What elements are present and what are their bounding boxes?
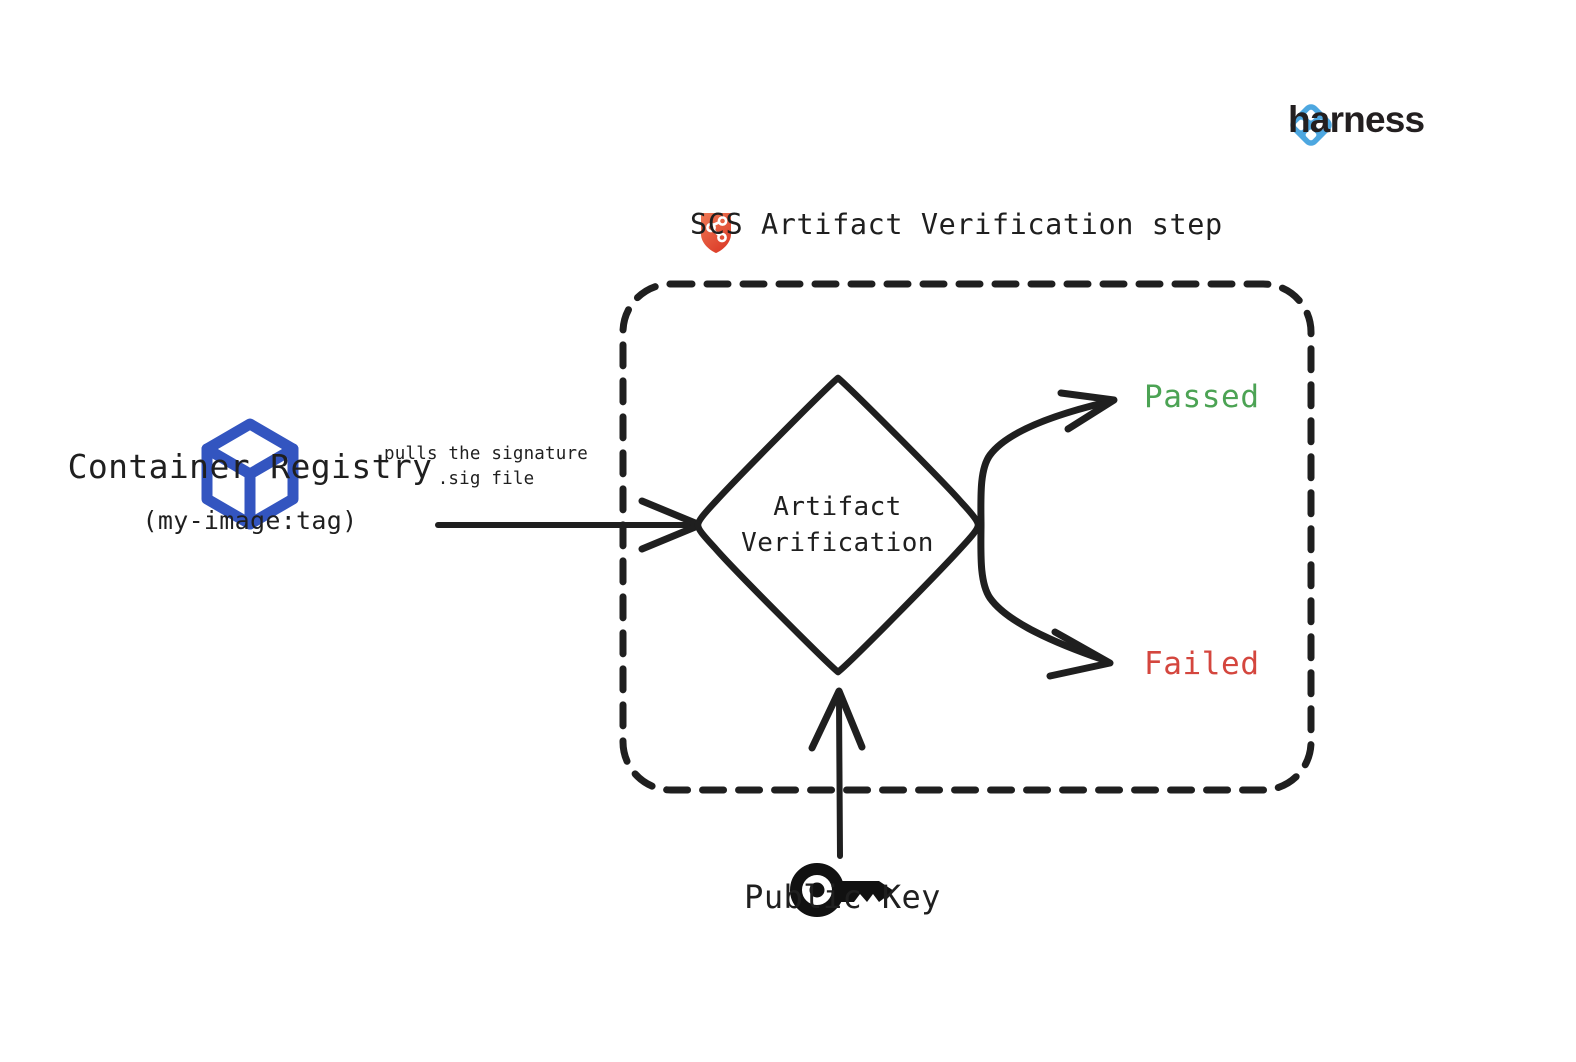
scs-step-boundary xyxy=(619,280,1315,794)
container-registry-node: Container Registry (my-image:tag) xyxy=(60,425,440,535)
scs-shield-network-icon xyxy=(701,213,731,253)
edge-publickey-to-verification xyxy=(808,687,866,859)
public-key-node: Public Key xyxy=(700,862,985,916)
harness-wordmark: harness xyxy=(1288,99,1425,140)
harness-logo: harness xyxy=(1288,99,1425,140)
edge-label-line-2: .sig file xyxy=(437,469,535,490)
outcome-failed-label: Failed xyxy=(1144,646,1260,682)
artifact-verification-node-label: Artifact Verification xyxy=(715,490,960,562)
edge-label-pulls-signature: pulls the signature .sig file xyxy=(375,442,597,493)
outcome-passed-label: Passed xyxy=(1144,379,1260,415)
container-registry-image-tag: (my-image:tag) xyxy=(142,506,358,535)
public-key-label: Public Key xyxy=(744,878,941,916)
scs-step-title-text: SCS Artifact Verification step xyxy=(690,208,1223,241)
edge-verification-to-passed xyxy=(977,389,1118,531)
container-cube-icon xyxy=(201,418,299,530)
edge-registry-to-verification xyxy=(435,497,704,553)
decision-label-line-2: Verification xyxy=(741,527,934,558)
key-icon xyxy=(790,863,894,917)
scs-step-title: SCS Artifact Verification step xyxy=(690,208,1223,241)
artifact-verification-diamond xyxy=(694,374,982,676)
decision-label-line-1: Artifact xyxy=(773,492,902,522)
harness-diamond-logo-icon xyxy=(1290,104,1332,146)
edge-label-line-1: pulls the signature xyxy=(384,444,588,464)
edge-verification-to-failed xyxy=(977,519,1114,680)
container-registry-label: Container Registry xyxy=(67,447,433,486)
